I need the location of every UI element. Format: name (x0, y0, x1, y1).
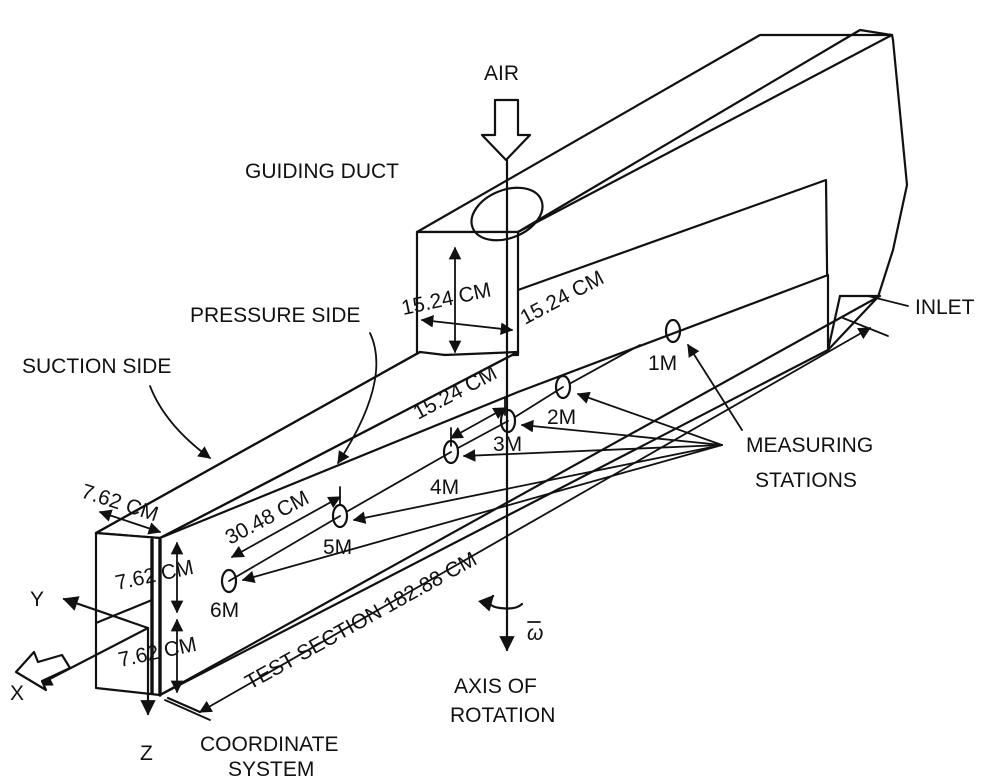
pressure-side-label: PRESSURE SIDE (190, 304, 360, 327)
measuring-stations-label-line1: MEASURING (746, 434, 873, 457)
coordinate-system-label-line2: SYSTEM (228, 758, 314, 779)
coordinate-system-label-line1: COORDINATE (200, 733, 338, 756)
dim-duct-width-label: 15.24 CM (517, 266, 608, 329)
air-arrow-shape (480, 98, 532, 162)
axis-y-label: Y (30, 588, 44, 611)
rotation-omega-arc (478, 594, 524, 612)
dim-channel-width-line (98, 509, 162, 535)
dim-test-section-ext-a (164, 699, 211, 721)
air-arrow: AIR (480, 62, 532, 162)
callouts: GUIDING DUCT PRESSURE SIDE SUCTION SIDE … (22, 160, 975, 465)
axis-y-line (62, 596, 150, 630)
duct-back-edge (876, 33, 909, 299)
air-inlet-hole (470, 186, 544, 242)
station-6m-label: 6M (210, 599, 239, 622)
omega-label: ω (527, 622, 543, 645)
measuring-stations-label-line2: STATIONS (755, 469, 857, 492)
inlet-edge-a (826, 295, 880, 352)
axis-x-label: X (10, 682, 24, 705)
dim-test-section-ext-b (842, 317, 889, 337)
station-2m-label: 2M (547, 406, 576, 429)
suction-side-leader (149, 385, 212, 459)
axis-z-label: Z (140, 742, 153, 765)
axis-of-rotation-label-line2: ROTATION (450, 704, 555, 727)
inlet-leader (867, 295, 909, 307)
dim-test-section-line (198, 327, 872, 713)
end-face-step (94, 598, 154, 625)
station-4m-label: 4M (430, 476, 459, 499)
coordinate-system-leader (166, 696, 202, 714)
air-label: AIR (484, 62, 519, 85)
station-1m-label: 1M (648, 352, 677, 375)
pressure-side-leader (337, 332, 378, 465)
duct-upper-edge (516, 33, 894, 234)
guiding-duct-label: GUIDING DUCT (245, 160, 399, 183)
axis-of-rotation-label-line1: AXIS OF (454, 675, 537, 698)
coordinate-system: Y X Z COORDINATE SYSTEM (10, 588, 338, 779)
inlet-label: INLET (915, 296, 975, 319)
suction-side-label: SUCTION SIDE (22, 355, 171, 378)
duct-top-face (415, 28, 894, 234)
station-3m-label: 3M (493, 433, 522, 456)
flow-direction-arrow (14, 650, 72, 692)
